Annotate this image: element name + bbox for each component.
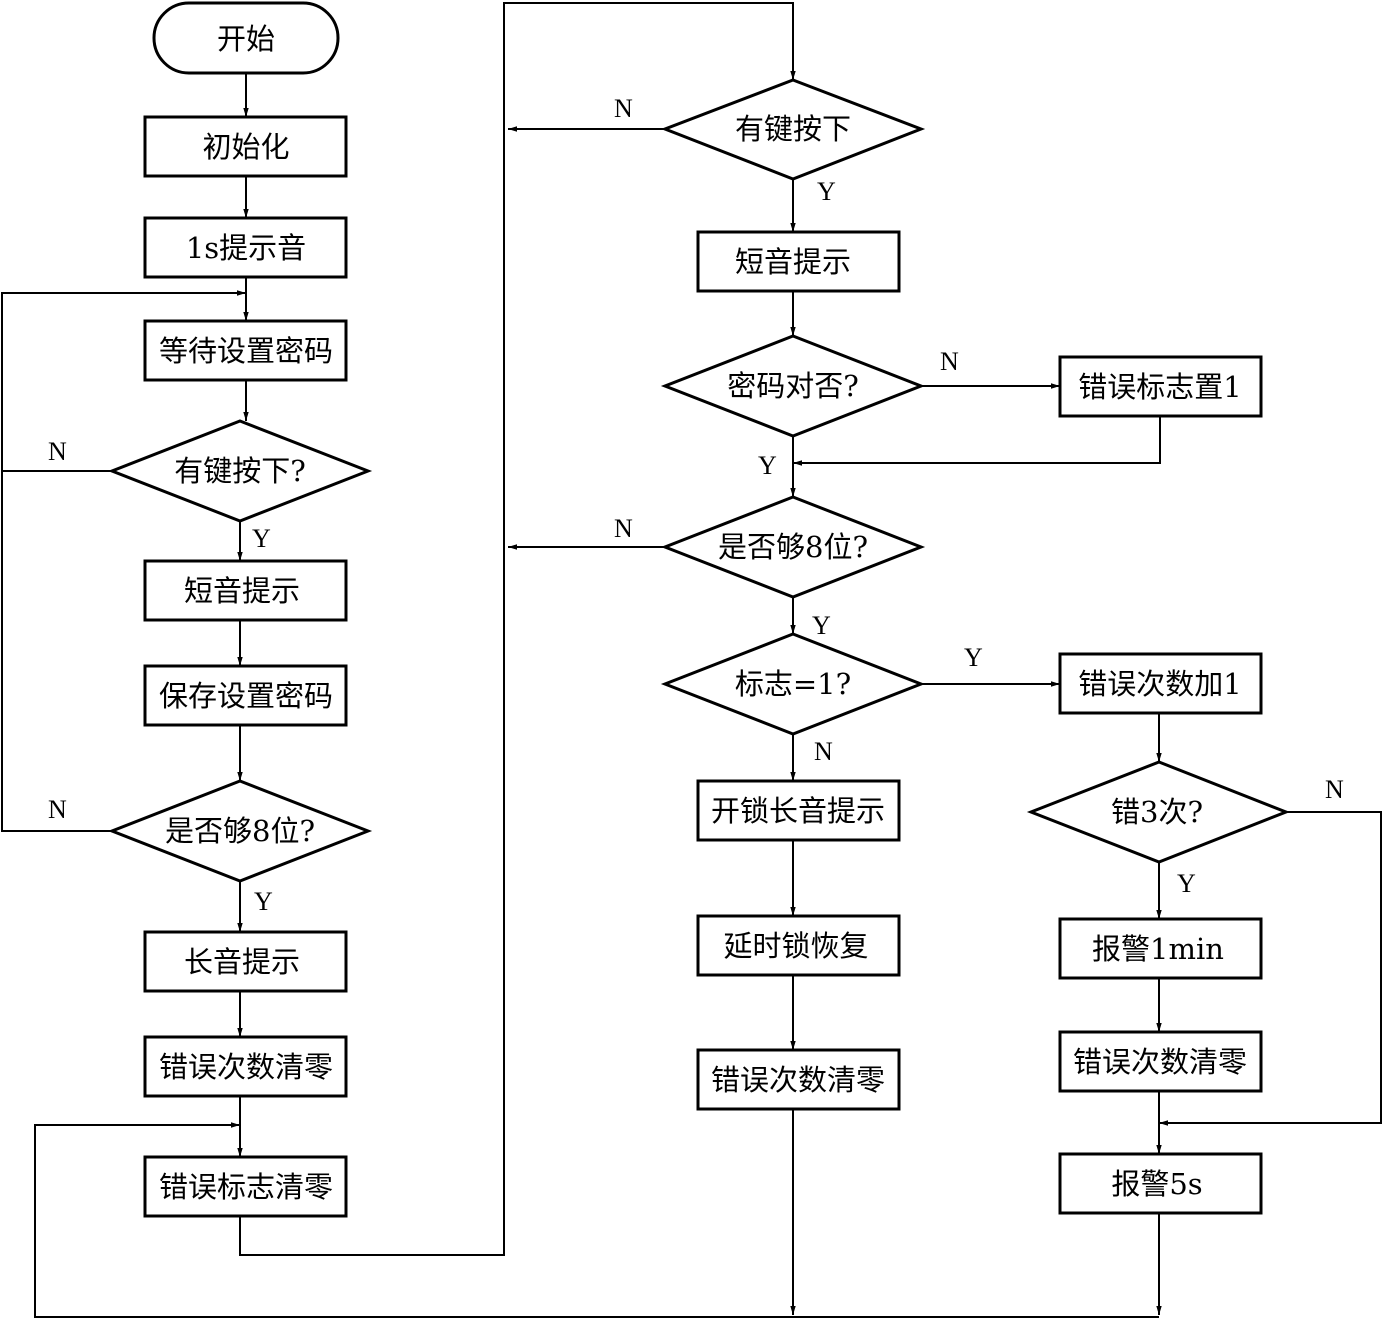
left-key-yes-label: Y: [252, 524, 271, 553]
alarm-5s-text: 报警5s: [1111, 1167, 1202, 1201]
delay-relock-text: 延时锁恢复: [723, 929, 868, 963]
right-key-pressed-text: 有键按下: [735, 112, 851, 146]
wait-set-password-text: 等待设置密码: [159, 334, 333, 368]
three-errors-yes-label: Y: [1177, 869, 1196, 898]
left-clear-count-step: 错误次数清零: [143, 1035, 348, 1098]
flag-equals-1-text: 标志=1?: [735, 667, 851, 701]
left-clear-count-text: 错误次数清零: [159, 1050, 333, 1084]
save-password-step: 保存设置密码: [143, 664, 348, 727]
init-text: 初始化: [202, 130, 289, 164]
left-short-beep-step: 短音提示: [143, 559, 348, 622]
increment-error-count-text: 错误次数加1: [1078, 667, 1241, 701]
right-key-yes-label: Y: [817, 177, 836, 206]
edge-err3-no: [1159, 811, 1382, 1126]
right-key-pressed-decision: 有键按下: [660, 78, 926, 181]
start-terminal: 开始: [152, 1, 340, 75]
start-text: 开始: [217, 22, 275, 56]
set-error-flag-text: 错误标志置1: [1078, 370, 1241, 404]
flag-equals-1-decision: 标志=1?: [660, 632, 926, 736]
wait-set-password-step: 等待设置密码: [143, 319, 348, 382]
left-long-beep-step: 长音提示: [143, 930, 348, 993]
init-step: 初始化: [143, 115, 348, 178]
clear-flag-step: 错误标志清零: [143, 1155, 348, 1218]
middle-clear-count-step: 错误次数清零: [696, 1048, 901, 1111]
left-8-digits-text: 是否够8位?: [165, 814, 315, 848]
edge-left-loop-back: [1, 290, 246, 832]
three-errors-decision: 错3次?: [1026, 760, 1291, 864]
right-8-digits-decision: 是否够8位?: [660, 495, 926, 599]
right-8-yes-label: Y: [812, 611, 831, 640]
middle-clear-count-text: 错误次数清零: [711, 1063, 885, 1097]
unlock-long-beep-text: 开锁长音提示: [711, 794, 885, 828]
alarm-1min-text: 报警1min: [1092, 932, 1224, 966]
edge-bottom-return: [34, 1122, 1159, 1318]
left-8-yes-label: Y: [254, 887, 273, 916]
unlock-long-beep-step: 开锁长音提示: [696, 779, 901, 842]
left-long-beep-text: 长音提示: [184, 945, 300, 979]
flag-no-label: N: [814, 737, 833, 766]
left-key-pressed-decision: 有键按下?: [107, 419, 373, 523]
right-clear-count-step: 错误次数清零: [1058, 1030, 1263, 1093]
left-short-beep-text: 短音提示: [184, 574, 300, 608]
set-error-flag-step: 错误标志置1: [1058, 355, 1263, 418]
three-errors-text: 错3次?: [1111, 795, 1203, 829]
left-8-digits-decision: 是否够8位?: [107, 779, 373, 883]
beep-1s-text: 1s提示音: [186, 231, 306, 265]
password-yes-label: Y: [758, 451, 777, 480]
save-password-text: 保存设置密码: [159, 679, 333, 713]
edge-to-right-key: [239, 2, 796, 1256]
right-8-digits-text: 是否够8位?: [718, 530, 868, 564]
right-8-no-label: N: [614, 514, 633, 543]
right-key-no-label: N: [614, 94, 633, 123]
flag-yes-label: Y: [964, 643, 983, 672]
password-correct-decision: 密码对否?: [660, 334, 926, 438]
left-key-pressed-text: 有键按下?: [174, 454, 306, 488]
delay-relock-step: 延时锁恢复: [696, 914, 901, 977]
left-key-no-label: N: [48, 437, 67, 466]
three-errors-no-label: N: [1325, 775, 1344, 804]
increment-error-count-step: 错误次数加1: [1058, 652, 1263, 715]
right-short-beep-step: 短音提示: [696, 230, 901, 293]
password-correct-text: 密码对否?: [727, 369, 859, 403]
alarm-5s-step: 报警5s: [1058, 1152, 1263, 1215]
left-8-no-label: N: [48, 795, 67, 824]
edge-flag-merge: [793, 416, 1161, 466]
clear-flag-text: 错误标志清零: [159, 1170, 333, 1204]
right-short-beep-text: 短音提示: [735, 245, 851, 279]
alarm-1min-step: 报警1min: [1058, 917, 1263, 980]
password-no-label: N: [940, 347, 959, 376]
right-clear-count-text: 错误次数清零: [1073, 1045, 1247, 1079]
beep-1s-step: 1s提示音: [143, 216, 348, 279]
